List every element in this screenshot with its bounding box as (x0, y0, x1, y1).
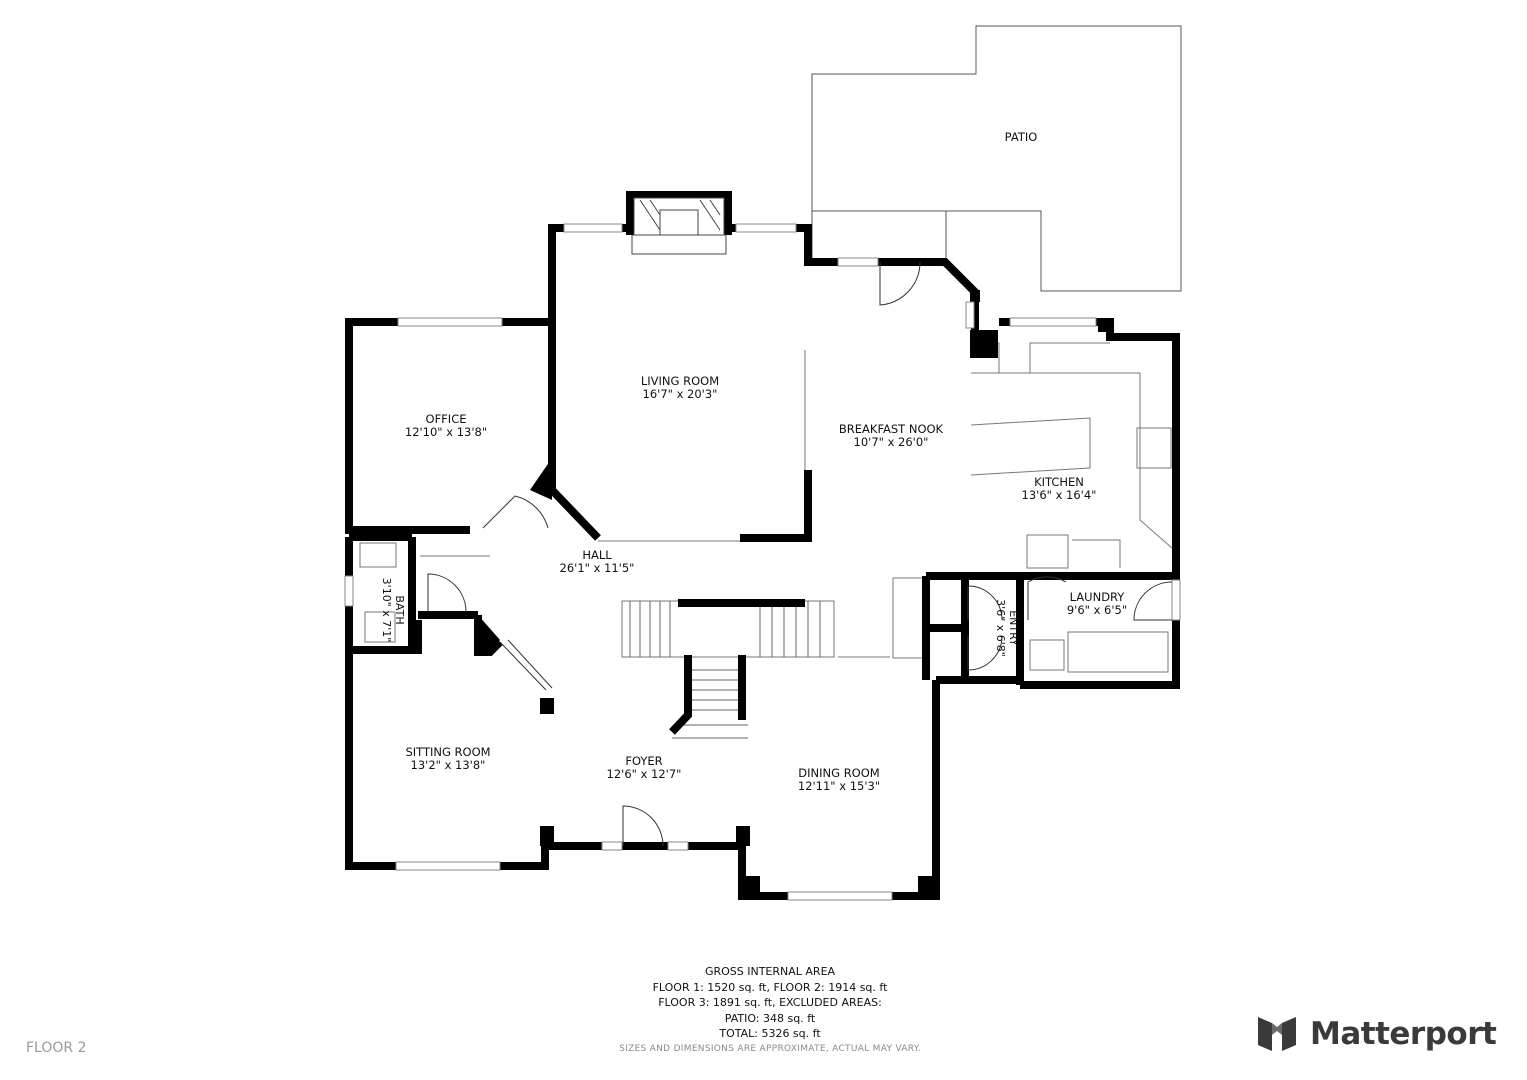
doors (427, 261, 1173, 847)
entry-dims: 3'6" x 6'8" (994, 599, 1007, 657)
patio-outline (811, 25, 1182, 292)
stairs (629, 601, 821, 739)
bath-label-group: BATH 3'10" x 7'1" (380, 578, 406, 643)
dining-room-dims: 12'11" x 15'3" (798, 779, 880, 793)
sitting-room-dims: 13'2" x 13'8" (411, 758, 486, 772)
matterport-brand: Matterport (1256, 1012, 1497, 1056)
office-name: OFFICE (426, 412, 467, 426)
hall-dims: 26'1" x 11'5" (560, 561, 635, 575)
kitchen-dims: 13'6" x 16'4" (1022, 488, 1097, 502)
floor-label: FLOOR 2 (26, 1040, 87, 1056)
area-summary: GROSS INTERNAL AREA FLOOR 1: 1520 sq. ft… (560, 964, 980, 1042)
bath-name: BATH (393, 595, 406, 624)
breakfast-nook-dims: 10'7" x 26'0" (854, 435, 929, 449)
breakfast-nook-name: BREAKFAST NOOK (839, 422, 944, 436)
wall-blocks (478, 290, 1112, 896)
hall-name: HALL (582, 548, 612, 562)
kitchen-name: KITCHEN (1034, 475, 1084, 489)
foyer-name: FOYER (625, 754, 662, 768)
area-line-4: TOTAL: 5326 sq. ft (719, 1027, 821, 1040)
walls (345, 224, 1180, 900)
disclaimer: SIZES AND DIMENSIONS ARE APPROXIMATE, AC… (619, 1044, 921, 1054)
room-labels: PATIO LIVING ROOM 16'7" x 20'3" OFFICE 1… (380, 130, 1127, 793)
foyer-dims: 12'6" x 12'7" (607, 767, 682, 781)
matterport-logo-icon (1258, 1017, 1296, 1051)
living-room-dims: 16'7" x 20'3" (643, 387, 718, 401)
entry-label-group: ENTRY 3'6" x 6'8" (994, 599, 1020, 657)
brand-name: Matterport (1310, 1016, 1497, 1052)
area-line-3: PATIO: 348 sq. ft (724, 1011, 816, 1025)
fireplace-icon (626, 191, 732, 255)
sitting-room-name: SITTING ROOM (405, 745, 490, 759)
dining-room-name: DINING ROOM (798, 766, 879, 780)
patio-label: PATIO (1005, 130, 1038, 144)
office-dims: 12'10" x 13'8" (405, 425, 487, 439)
area-line-1: FLOOR 1: 1520 sq. ft, FLOOR 2: 1914 sq. … (652, 980, 888, 994)
laundry-dims: 9'6" x 6'5" (1067, 603, 1127, 617)
area-heading: GROSS INTERNAL AREA (704, 965, 836, 978)
area-line-2: FLOOR 3: 1891 sq. ft, EXCLUDED AREAS: (658, 996, 882, 1009)
entry-name: ENTRY (1007, 610, 1020, 646)
windows (344, 223, 1181, 901)
laundry-name: LAUNDRY (1070, 590, 1126, 604)
bath-dims: 3'10" x 7'1" (380, 578, 393, 643)
living-room-name: LIVING ROOM (641, 374, 719, 388)
